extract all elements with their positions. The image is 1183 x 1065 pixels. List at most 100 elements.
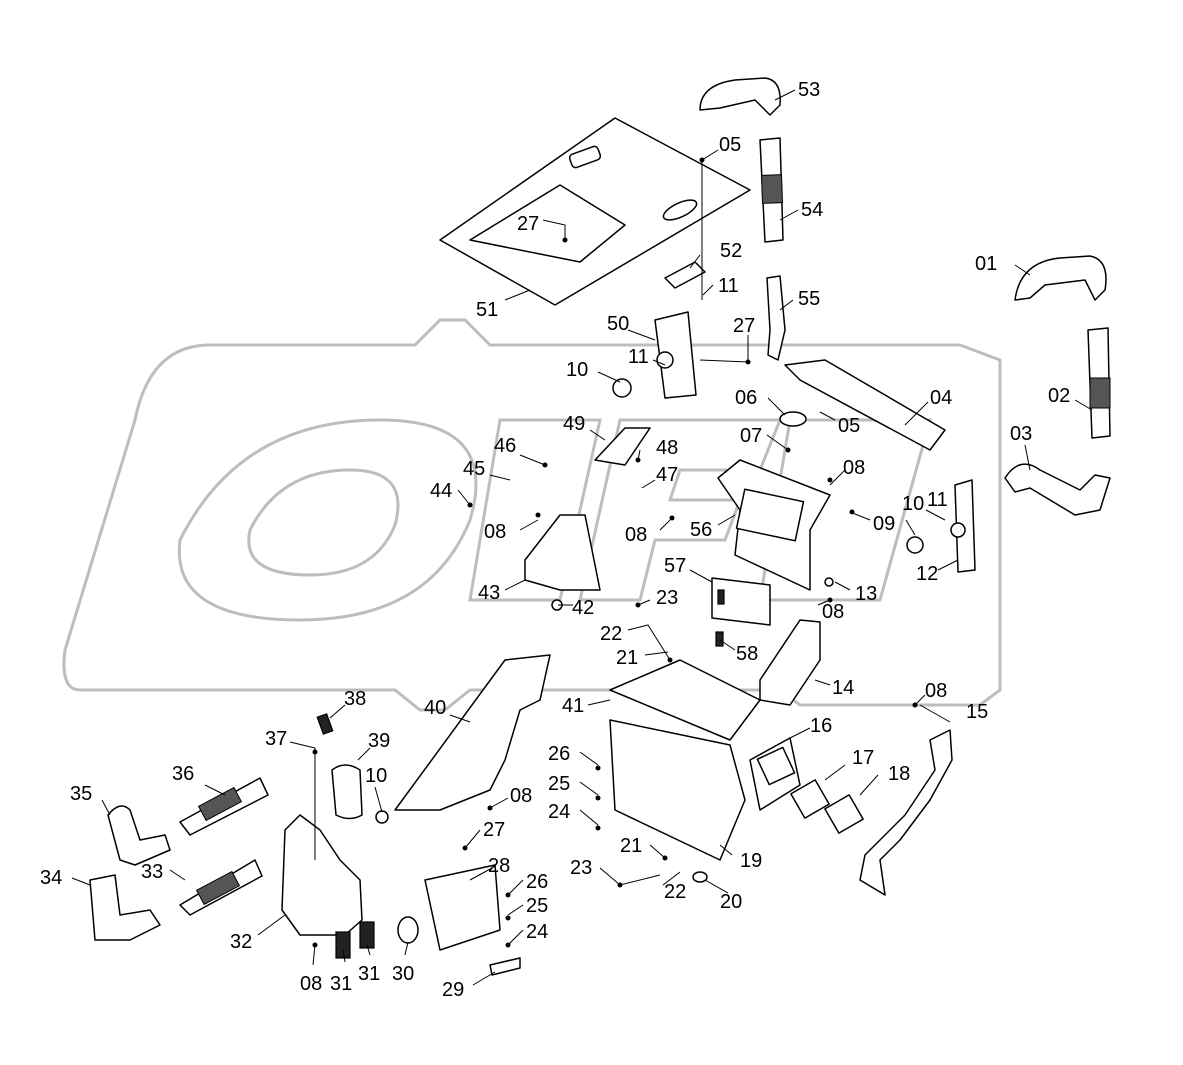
clip-38: [316, 713, 334, 735]
label-03: 03: [1010, 423, 1032, 445]
label-27: 27: [733, 315, 755, 337]
label-37: 37: [265, 728, 287, 750]
label-23: 23: [570, 857, 592, 879]
grommet-10c: [375, 810, 389, 824]
label-10: 10: [566, 359, 588, 381]
cover-28: [424, 864, 501, 951]
elbow-35: [107, 805, 171, 866]
filter-31b: [359, 921, 375, 949]
label-08: 08: [510, 785, 532, 807]
fastener-dots: [312, 157, 918, 948]
label-41: 41: [562, 695, 584, 717]
clip-58: [715, 631, 724, 647]
label-16: 16: [810, 715, 832, 737]
panel-40: [394, 654, 551, 811]
duct-01: [1014, 255, 1107, 301]
label-08: 08: [822, 601, 844, 623]
label-54: 54: [801, 199, 823, 221]
label-27: 27: [483, 819, 505, 841]
duct-55: [766, 275, 786, 361]
filter-17: [790, 779, 830, 819]
panel-12: [954, 479, 976, 573]
label-26: 26: [526, 871, 548, 893]
label-23: 23: [656, 587, 678, 609]
label-11: 11: [927, 489, 948, 511]
label-39: 39: [368, 730, 390, 752]
label-27: 27: [517, 213, 539, 235]
hose-03: [1004, 463, 1111, 516]
box-14: [759, 619, 821, 706]
label-34: 34: [40, 867, 62, 889]
label-08: 08: [925, 680, 947, 702]
label-26: 26: [548, 743, 570, 765]
label-55: 55: [798, 288, 820, 310]
label-05: 05: [838, 415, 860, 437]
label-15: 15: [966, 701, 988, 723]
label-14: 14: [832, 677, 854, 699]
label-28: 28: [488, 855, 510, 877]
label-24: 24: [548, 801, 570, 823]
label-56: 56: [690, 519, 712, 541]
label-08: 08: [484, 521, 506, 543]
label-32: 32: [230, 931, 252, 953]
label-10: 10: [902, 493, 924, 515]
label-30: 30: [392, 963, 414, 985]
panel-19: [609, 719, 746, 861]
part-labels: 53 05 54 27 52 11 01 55 51 50 27 11 10 0…: [40, 79, 1070, 1001]
label-08: 08: [625, 524, 647, 546]
label-52: 52: [720, 240, 742, 262]
label-08: 08: [300, 973, 322, 995]
ring-30: [397, 916, 419, 944]
duct-53: [699, 77, 781, 116]
duct-34: [89, 874, 161, 941]
label-46: 46: [494, 435, 516, 457]
label-05: 05: [719, 134, 741, 156]
label-36: 36: [172, 763, 194, 785]
plate-57: [711, 577, 771, 626]
label-20: 20: [720, 891, 742, 913]
filter-18: [824, 794, 864, 834]
label-01: 01: [975, 253, 997, 275]
label-35: 35: [70, 783, 92, 805]
bracket-15: [859, 729, 953, 896]
label-04: 04: [930, 387, 952, 409]
label-33: 33: [141, 861, 163, 883]
roof-panel-51: [439, 117, 751, 306]
label-11: 11: [718, 275, 739, 297]
label-31: 31: [330, 973, 352, 995]
label-22: 22: [600, 623, 622, 645]
grommet-13: [824, 577, 834, 587]
label-53: 53: [798, 79, 820, 101]
disc-06: [779, 411, 807, 427]
panel-50: [654, 311, 697, 399]
label-13: 13: [855, 583, 877, 605]
label-12: 12: [916, 563, 938, 585]
plate-41: [609, 659, 761, 741]
label-10: 10: [365, 765, 387, 787]
label-48: 48: [656, 437, 678, 459]
grommet-20: [692, 871, 708, 883]
gasket-52: [664, 261, 706, 289]
label-29: 29: [442, 979, 464, 1001]
label-51: 51: [476, 299, 498, 321]
label-42: 42: [572, 597, 594, 619]
label-09: 09: [873, 513, 895, 535]
label-58: 58: [736, 643, 758, 665]
label-49: 49: [563, 413, 585, 435]
label-44: 44: [430, 480, 452, 502]
label-07: 07: [740, 425, 762, 447]
housing-32: [281, 814, 363, 936]
label-24: 24: [526, 921, 548, 943]
filter-31a: [335, 931, 351, 959]
label-43: 43: [478, 582, 500, 604]
label-19: 19: [740, 850, 762, 872]
label-50: 50: [607, 313, 629, 335]
label-21: 21: [616, 647, 638, 669]
label-17: 17: [852, 747, 874, 769]
grommet-10b: [906, 536, 924, 554]
grommet-10a: [612, 378, 632, 398]
duct-43: [524, 514, 601, 591]
label-22: 22: [664, 881, 686, 903]
